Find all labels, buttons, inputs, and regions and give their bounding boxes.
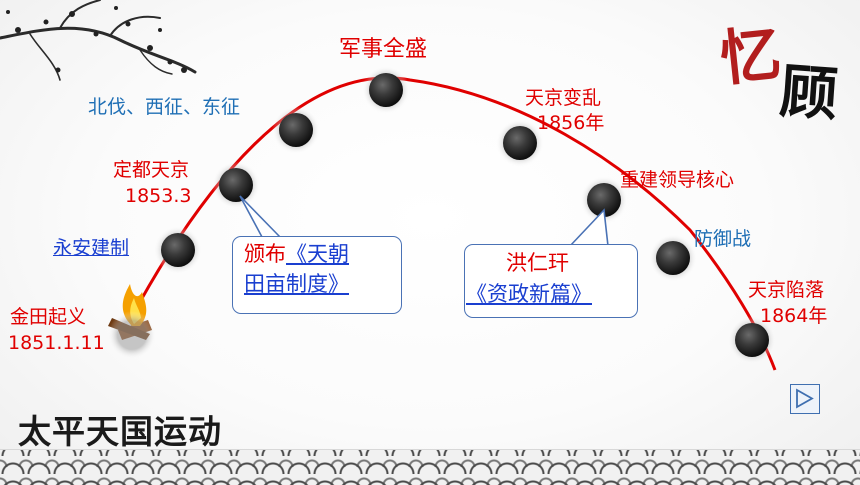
- label-bianluan-date: 1856年: [537, 112, 605, 134]
- link-tianchao-1[interactable]: 《天朝: [286, 242, 349, 266]
- label-dingdu-date: 1853.3: [125, 185, 192, 207]
- link-tianchao-2[interactable]: 田亩制度》: [244, 272, 349, 296]
- callout-right-person: 洪仁玕: [506, 251, 569, 275]
- calligraphy-char-2: 顾: [777, 57, 840, 129]
- timeline-curve: [128, 76, 777, 371]
- next-slide-button[interactable]: [790, 384, 820, 414]
- link-yongan[interactable]: 永安建制: [53, 237, 130, 259]
- node-bianluan: [496, 119, 544, 167]
- label-jintian-name: 金田起义: [10, 306, 87, 328]
- callout-left-prefix: 颁布: [244, 242, 286, 266]
- callout-right: [464, 244, 638, 318]
- calligraphy-logo: 忆 顾: [716, 8, 856, 129]
- node-chongjian: [580, 176, 628, 224]
- node-dingdu: [212, 161, 260, 209]
- callout-left: [232, 236, 402, 314]
- node-fangyu: [649, 234, 697, 282]
- node-yongan: [154, 226, 202, 274]
- label-junshi: 军事全盛: [339, 37, 428, 62]
- label-chongjian: 重建领导核心: [620, 169, 735, 191]
- callout-left-line1: 颁布《天朝: [244, 241, 349, 267]
- label-xianluo-name: 天京陷落: [748, 279, 825, 301]
- node-jintian: [108, 311, 156, 359]
- node-xianluo: [728, 316, 776, 364]
- label-bianluan-name: 天京变乱: [525, 87, 602, 109]
- label-dingdu-name: 定都天京: [113, 159, 190, 181]
- wave-border: [0, 449, 860, 485]
- page-title: 太平天国运动: [18, 412, 222, 451]
- label-beifa: 北伐、西征、东征: [88, 96, 241, 118]
- link-zizheng[interactable]: 《资政新篇》: [466, 282, 592, 306]
- callout-left-pointer: [239, 195, 281, 238]
- calligraphy-char-1: 忆: [717, 19, 785, 95]
- callout-right-pointer: [569, 208, 609, 247]
- play-triangle-icon: [796, 388, 814, 409]
- label-fangyu: 防御战: [694, 228, 752, 250]
- node-junshi: [362, 66, 410, 114]
- label-jintian-date: 1851.1.11: [8, 332, 105, 354]
- plum-branch-icon: [0, 0, 197, 81]
- label-xianluo-date: 1864年: [760, 305, 828, 327]
- node-beifa: [272, 106, 320, 154]
